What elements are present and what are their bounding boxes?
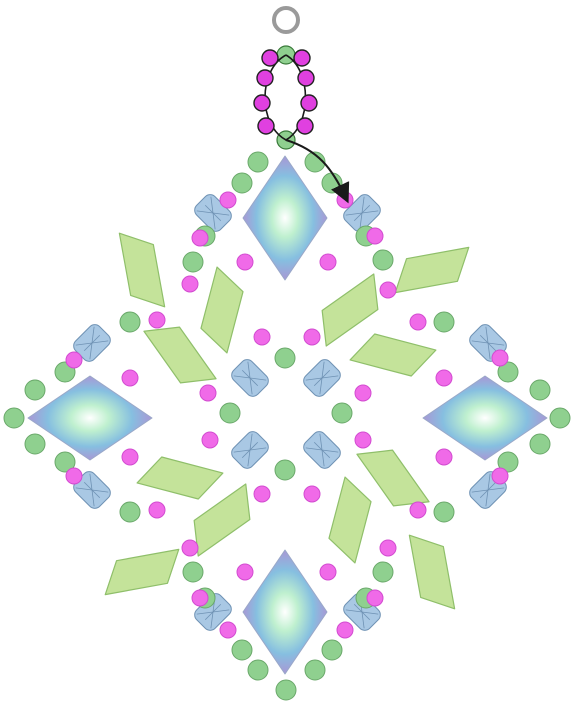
green-seed-bead <box>4 408 24 428</box>
green-seed-bead <box>332 403 352 423</box>
green-seed-bead <box>183 252 203 272</box>
green-seed-bead <box>550 408 570 428</box>
rivoli-stone <box>28 376 152 460</box>
diamond-bead <box>384 524 480 620</box>
green-seed-bead <box>25 434 45 454</box>
green-seed-bead <box>373 250 393 270</box>
diamond-bead <box>132 439 229 517</box>
diamond-bead <box>345 316 442 394</box>
pink-seed-bead <box>367 228 383 244</box>
pink-seed-bead <box>380 282 396 298</box>
pink-seed-bead <box>337 622 353 638</box>
rivoli-stone <box>423 376 547 460</box>
pink-seed-bead <box>380 540 396 556</box>
diamond-bead <box>384 222 480 318</box>
pink-seed-bead <box>367 590 383 606</box>
green-seed-bead <box>434 312 454 332</box>
pink-seed-bead <box>355 432 371 448</box>
green-seed-bead <box>373 562 393 582</box>
pink-seed-bead <box>492 468 508 484</box>
diamond-bead <box>94 524 190 620</box>
bail-loop-bead <box>301 95 317 111</box>
green-seed-bead <box>25 380 45 400</box>
bail-layer <box>254 8 346 198</box>
pink-seed-bead <box>304 329 320 345</box>
bail-loop-bead <box>294 50 310 66</box>
green-seed-bead <box>248 152 268 172</box>
rivoli-stones-layer <box>28 156 547 674</box>
green-seed-bead <box>232 173 252 193</box>
pink-seed-bead <box>410 502 426 518</box>
crystal-bicone <box>229 429 271 471</box>
pink-seed-bead <box>320 254 336 270</box>
green-seed-bead <box>232 640 252 660</box>
green-seed-bead <box>276 680 296 700</box>
pink-seed-bead <box>304 486 320 502</box>
green-seed-bead <box>275 348 295 368</box>
green-seed-bead <box>322 640 342 660</box>
rivoli-stone <box>243 156 327 280</box>
diamond-bead <box>94 222 190 318</box>
diamond-bead <box>311 472 389 569</box>
pink-seed-bead <box>122 449 138 465</box>
green-seed-bead <box>120 502 140 522</box>
green-seed-bead <box>530 434 550 454</box>
pink-seed-bead <box>436 449 452 465</box>
pink-seed-bead <box>254 486 270 502</box>
bail-loop-bead <box>254 95 270 111</box>
green-seed-bead <box>305 660 325 680</box>
crystal-bicone <box>229 357 271 399</box>
pink-seed-bead <box>192 230 208 246</box>
pink-seed-bead <box>237 564 253 580</box>
pink-seed-bead <box>320 564 336 580</box>
green-seed-bead <box>434 502 454 522</box>
green-seed-bead <box>275 460 295 480</box>
pink-seed-bead <box>237 254 253 270</box>
bail-loop-bead <box>297 118 313 134</box>
diamond-bead <box>183 262 261 359</box>
bail-loop-bead <box>258 118 274 134</box>
pink-seed-bead <box>492 350 508 366</box>
pink-seed-bead <box>410 314 426 330</box>
pink-seed-bead <box>149 502 165 518</box>
pink-seed-bead <box>220 622 236 638</box>
pink-seed-bead <box>66 468 82 484</box>
pink-seed-bead <box>202 432 218 448</box>
pink-seed-bead <box>182 276 198 292</box>
green-seed-bead <box>248 660 268 680</box>
bail-loop-bead <box>298 70 314 86</box>
pink-seed-bead <box>66 352 82 368</box>
green-seed-bead <box>120 312 140 332</box>
bail-loop-bead <box>257 70 273 86</box>
pink-seed-bead <box>220 192 236 208</box>
green-seed-bead <box>183 562 203 582</box>
crystal-bicone <box>301 357 343 399</box>
pink-seed-bead <box>182 540 198 556</box>
pink-seed-bead <box>254 329 270 345</box>
pink-seed-bead <box>122 370 138 386</box>
pink-seed-bead <box>355 385 371 401</box>
pink-seed-bead <box>192 590 208 606</box>
green-seed-bead <box>220 403 240 423</box>
bail-loop-bead <box>262 50 278 66</box>
rivoli-stone <box>243 550 327 674</box>
pink-seed-bead <box>149 312 165 328</box>
jump-ring-icon <box>274 8 298 32</box>
pink-seed-bead <box>200 385 216 401</box>
crystal-bicone <box>301 429 343 471</box>
green-seed-bead <box>530 380 550 400</box>
pink-seed-bead <box>436 370 452 386</box>
